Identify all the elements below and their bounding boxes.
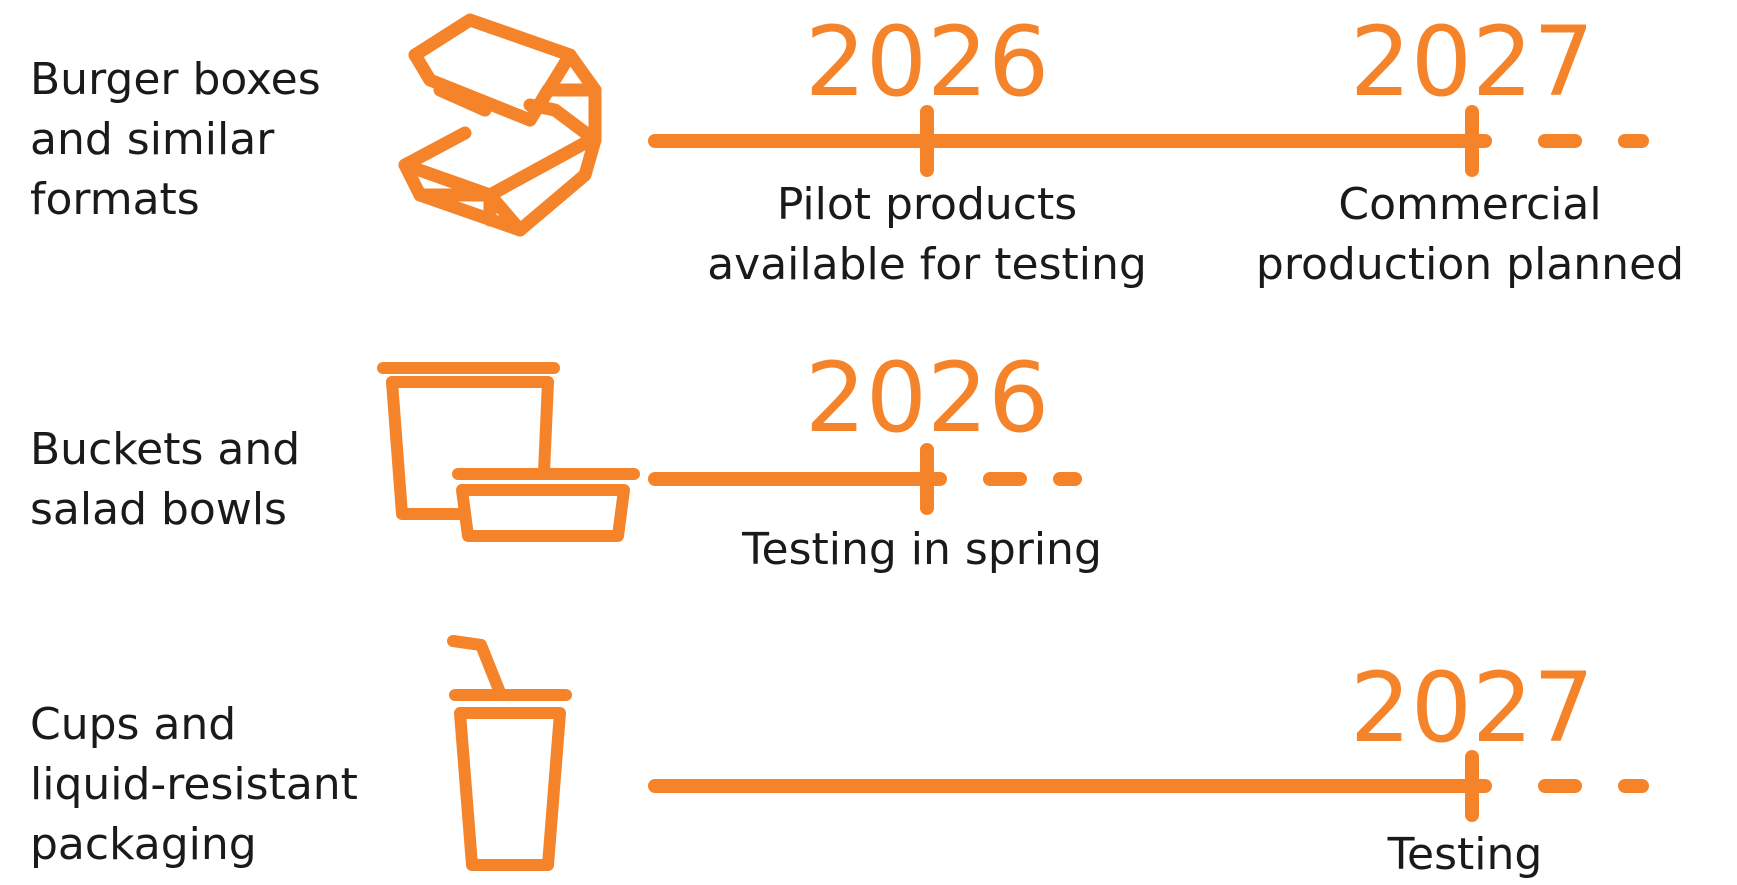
row-2-category-line-1: Buckets and	[30, 424, 301, 475]
row-3-category-line-3: packaging	[30, 819, 257, 870]
cup-straw-icon	[447, 635, 572, 871]
row-1-milestone-2-caption: Commercial production planned	[1256, 175, 1684, 295]
caption-line: production planned	[1255, 239, 1685, 290]
row-1-category-line-1: Burger boxes	[30, 54, 321, 105]
row-1-milestone-1-caption: Pilot products available for testing	[707, 175, 1147, 295]
row-2-category-line-2: salad bowls	[30, 484, 287, 535]
row-2-milestone-1-year: 2026	[804, 342, 1050, 454]
caption-line: Testing	[1387, 829, 1543, 880]
row-3-category-line-1: Cups and	[30, 699, 237, 750]
row-3-milestone-1-caption: Testing	[1388, 825, 1543, 885]
burger-box-icon	[398, 13, 602, 237]
caption-line: Pilot products	[776, 179, 1078, 230]
row-1-category-line-3: formats	[30, 174, 200, 225]
row-3-milestone-1-year: 2027	[1349, 652, 1595, 764]
row-2-category-label: Buckets and salad bowls	[30, 420, 300, 540]
caption-line: Commercial	[1338, 179, 1602, 230]
row-1-category-label: Burger boxes and similar formats	[30, 50, 321, 230]
caption-line: Testing in spring	[742, 524, 1102, 575]
row-1-category-line-2: and similar	[30, 114, 275, 165]
row-1-milestone-1-year: 2026	[804, 6, 1050, 118]
row-1-milestone-2-year: 2027	[1349, 6, 1595, 118]
row-3-category-line-2: liquid-resistant	[30, 759, 358, 810]
row-3-category-label: Cups and liquid-resistant packaging	[30, 695, 358, 875]
bucket-bowl-icon	[377, 362, 640, 542]
caption-line: available for testing	[707, 239, 1147, 290]
row-2-milestone-1-caption: Testing in spring	[742, 520, 1102, 580]
